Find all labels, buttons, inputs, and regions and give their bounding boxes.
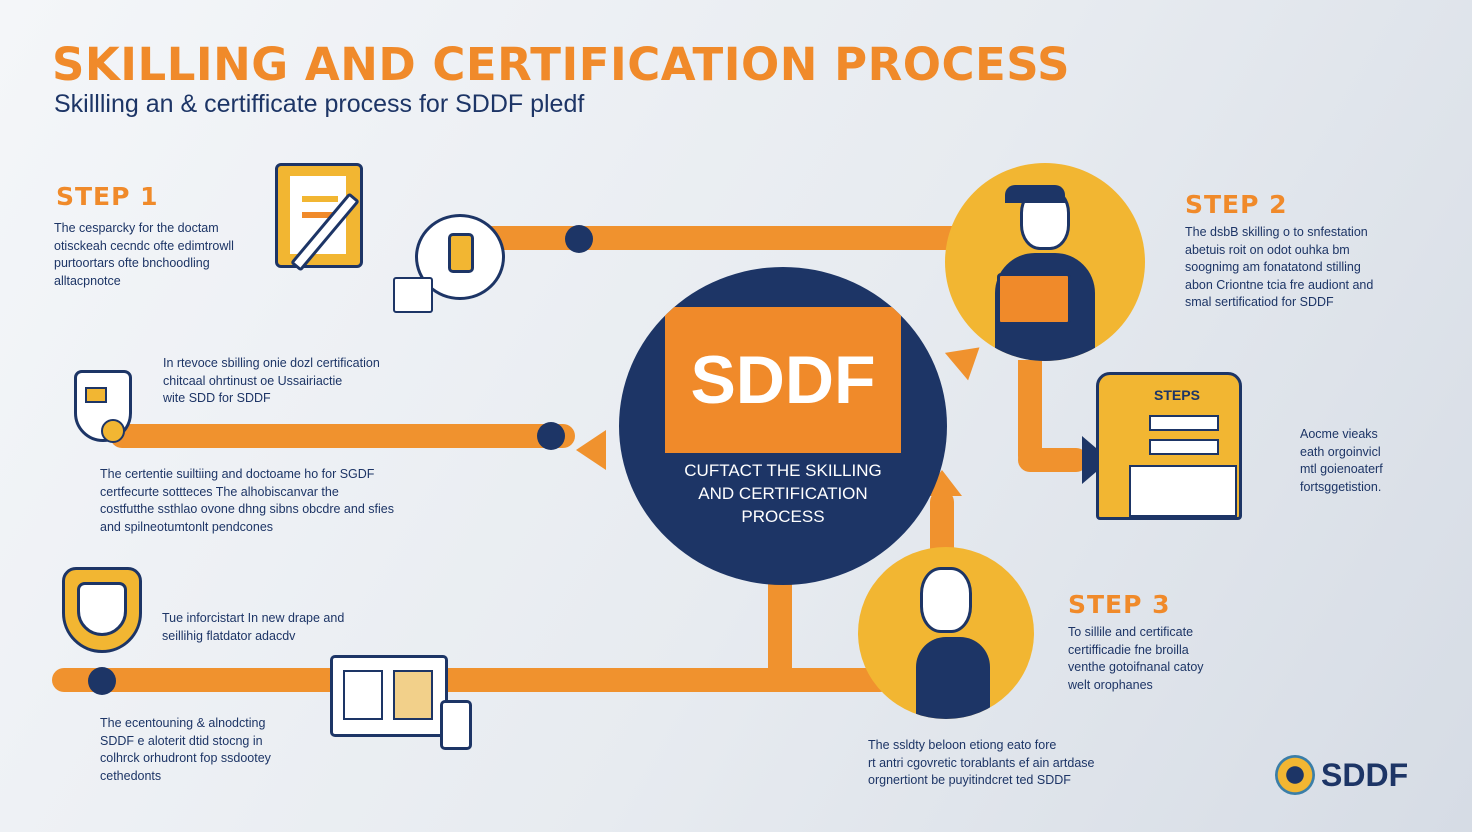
notepad-icon xyxy=(393,277,433,313)
center-caption: CUFTACT THE SKILLING AND CERTIFICATION P… xyxy=(684,461,882,526)
mid-left-top-text: In rtevoce sbilling onie dozl certificat… xyxy=(163,356,380,405)
step1-text: The cesparcky for the doctam otisckeah c… xyxy=(54,221,234,288)
page-subtitle: Skillling an & certifficate process for … xyxy=(54,90,585,118)
footer-logo-text: SDDF xyxy=(1321,756,1409,793)
phone-icon xyxy=(440,700,472,750)
step3-text: To sillile and certificate certifficadie… xyxy=(1068,625,1204,692)
monitor-icon xyxy=(330,655,448,737)
top-connector-track xyxy=(470,226,970,250)
arrow-left-icon xyxy=(576,430,606,470)
shield-check-icon xyxy=(62,567,142,653)
center-sddf-logo: SDDF xyxy=(690,342,876,418)
step2-text: The dsbB skilling o to snfestation abetu… xyxy=(1185,225,1374,309)
step2-person-laptop-circle xyxy=(945,163,1145,361)
top-track-dot xyxy=(565,225,593,253)
lower-left-bottom-text: The ecentouning & alnodcting SDDF e alot… xyxy=(100,716,271,783)
sddf-footer-logo: SDDF xyxy=(1275,755,1408,795)
middle-track-dot xyxy=(537,422,565,450)
step3-bottom-text: The ssldty beloon etiong eato fore rt an… xyxy=(868,738,1095,787)
sddf-orange-panel: SDDF xyxy=(665,307,901,453)
steps-card-icon: STEPS xyxy=(1096,372,1242,520)
center-sddf-circle: SDDF CUFTACT THE SKILLING AND CERTIFICAT… xyxy=(619,267,947,585)
middle-connector-track xyxy=(110,424,575,448)
step1-label: STEP 1 xyxy=(56,182,159,211)
bottom-track-dot xyxy=(88,667,116,695)
lower-left-top-text: Tue inforcistart In new drape and seilli… xyxy=(162,611,345,643)
steps-card-label: STEPS xyxy=(1154,387,1200,403)
mid-left-bottom-text: The certentie suiltiing and doctoame ho … xyxy=(100,467,394,534)
page-title: SKILLING AND CERTIFICATION PROCESS xyxy=(52,38,1071,91)
step3-person-circle xyxy=(858,547,1034,719)
step2-right-track xyxy=(1018,448,1088,472)
bottom-connector-track xyxy=(52,668,892,692)
step2-side-text: Aocme vieaks eath orgoinvicl mtl goienoa… xyxy=(1300,427,1383,494)
shield-badge-icon xyxy=(74,370,132,443)
document-pen-icon xyxy=(275,163,363,272)
step3-label: STEP 3 xyxy=(1068,590,1171,619)
step2-label: STEP 2 xyxy=(1185,190,1288,219)
sddf-emblem-icon xyxy=(1275,755,1315,795)
